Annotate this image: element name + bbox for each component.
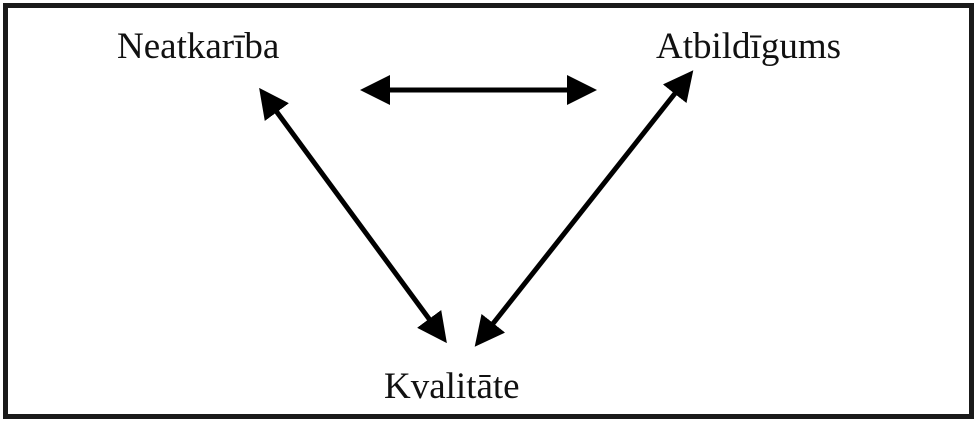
node-atbildigums: Atbildīgums [656, 26, 842, 67]
node-neatkariba: Neatkarība [117, 26, 280, 67]
node-kvalitate: Kvalitāte [384, 366, 520, 407]
arrow-atbildigums-kvalitate [474, 70, 694, 347]
arrow-neatkariba-kvalitate [259, 87, 447, 344]
